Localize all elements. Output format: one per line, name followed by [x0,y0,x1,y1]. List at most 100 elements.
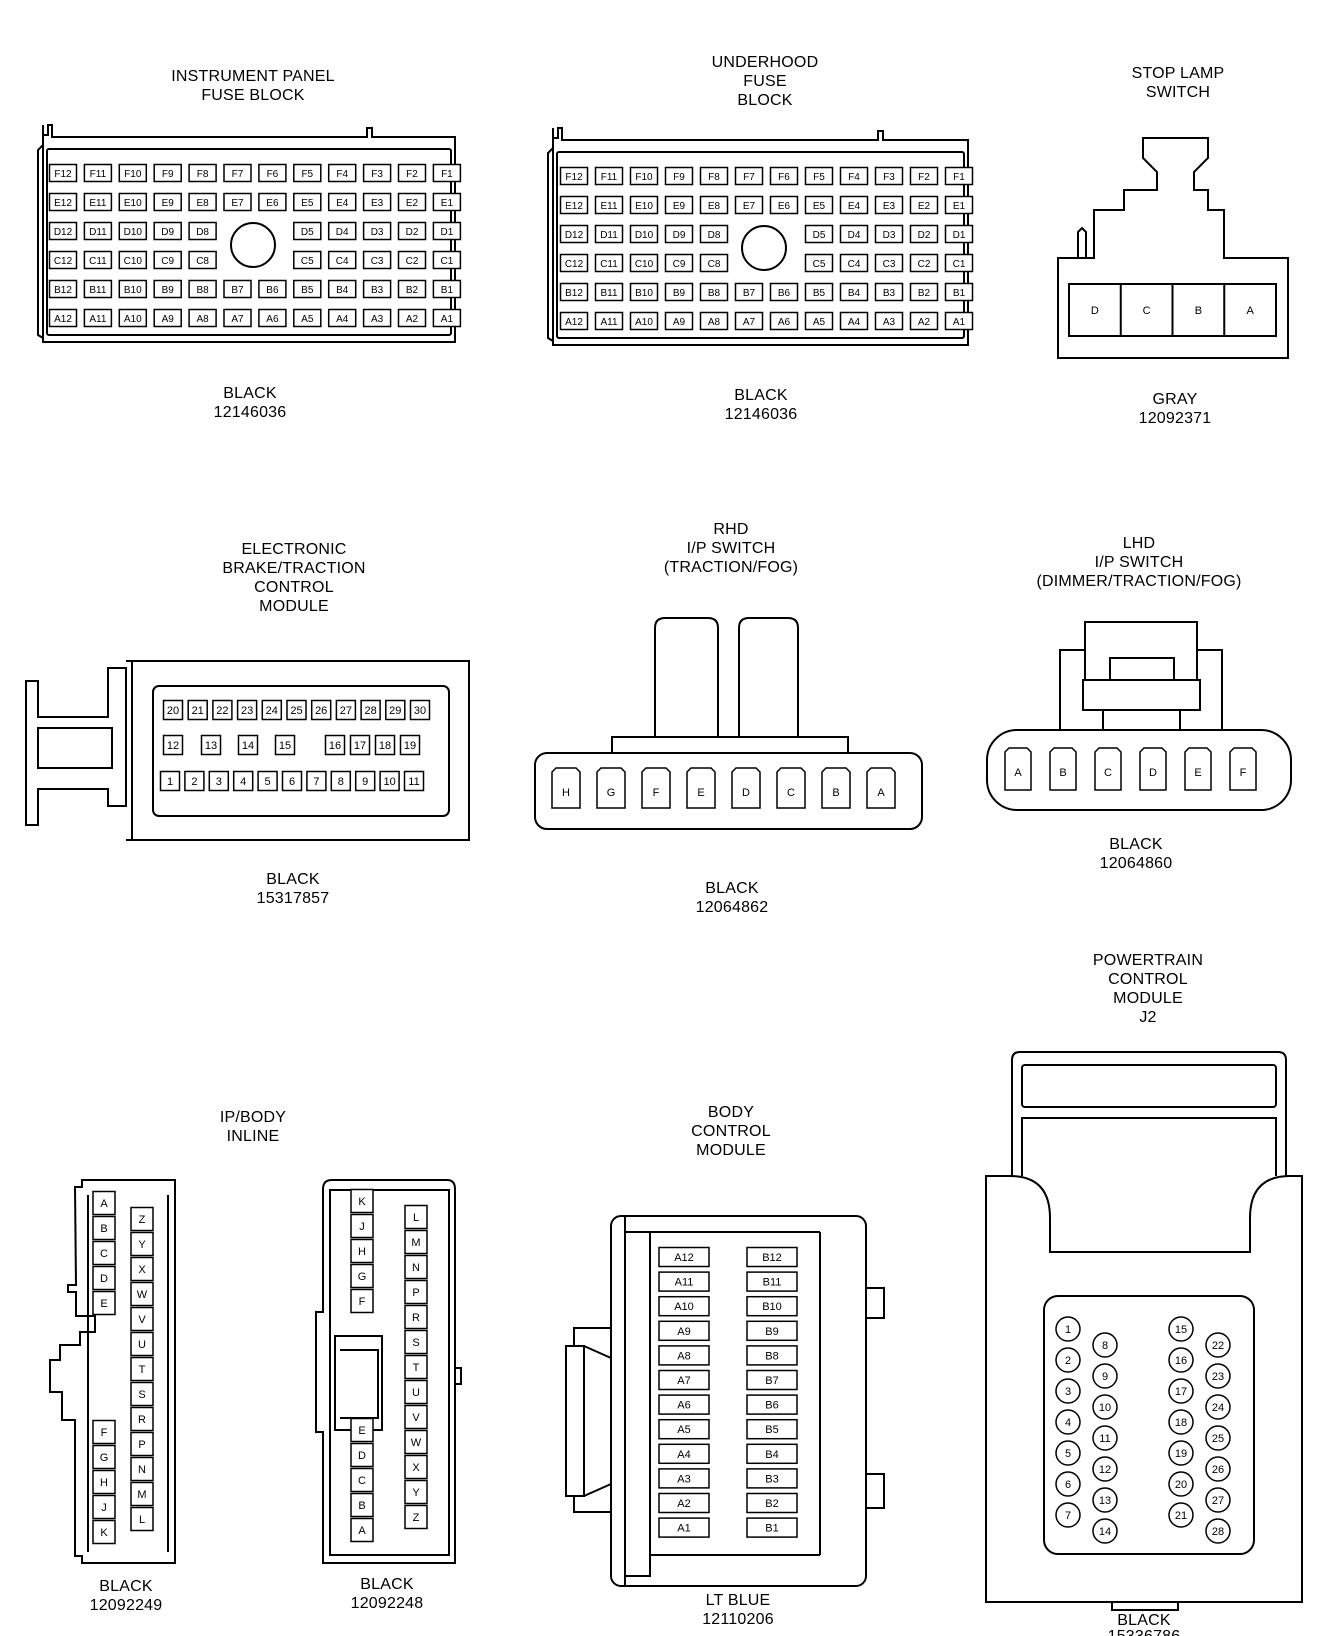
ip-fuse-title-line1: INSTRUMENT PANEL [171,68,335,85]
uh-fuse-mount-hole [741,225,787,271]
fuse-cavity: B2 [397,279,427,299]
ip-body-right-pin: U [404,1379,428,1405]
ip-body-right-pin: C [350,1467,374,1493]
fuse-cavity: F6 [258,163,287,183]
ip-body-left-pin: M [130,1481,154,1507]
fuse-cavity-label: F9 [673,172,685,183]
ip-body-left-pin: B [92,1215,116,1241]
pcm-pin: 5 [1055,1440,1081,1466]
ip-body-left-pin: H [92,1469,116,1495]
bcm-pin-label: B9 [765,1326,778,1338]
ebtcm-pin-label: 11 [408,776,419,788]
fuse-cavity-label: B6 [266,285,279,296]
pcm-pin-label: 4 [1065,1417,1071,1429]
fuse-cavity: B6 [769,282,799,302]
fuse-cavity-label: F9 [162,169,174,180]
fuse-cavity-label: B6 [778,288,791,299]
pcm-pin-label: 26 [1212,1464,1224,1476]
bcm-pin-label: A7 [677,1375,690,1387]
fuse-cavity-label: B5 [301,285,314,296]
fuse-cavity-label: B4 [848,288,861,299]
fuse-cavity: B12 [559,282,589,302]
ip-body-right-pin-label: J [359,1221,365,1233]
pcm-pin: 1 [1055,1316,1081,1342]
fuse-cavity-label: A12 [54,314,72,325]
fuse-cavity-label: B10 [635,288,653,299]
ebtcm-pin: 14 [237,734,259,756]
fuse-cavity: B8 [699,282,729,302]
fuse-cavity-label: A7 [743,317,756,328]
fuse-cavity: B8 [188,279,217,299]
fuse-cavity: A11 [83,308,113,328]
ip-body-right-pin-label: C [358,1475,366,1487]
fuse-cavity-label: D12 [54,227,73,238]
fuse-cavity: D4 [839,224,869,244]
pcm-pin-label: 12 [1099,1464,1111,1476]
fuse-cavity-label: C2 [406,256,419,267]
lhd-pin-label: B [1059,767,1066,779]
ebtcm-pin: 28 [360,699,381,721]
fuse-cavity-label: F11 [90,169,107,180]
fuse-cavity: C1 [432,250,462,270]
bcm-pin: B8 [746,1345,798,1366]
fuse-cavity: B1 [944,282,974,302]
ebtcm-pin-label: 1 [167,776,173,788]
stop-lamp-pin-label: D [1091,305,1099,317]
fuse-cavity-label: F11 [601,172,618,183]
fuse-cavity: D12 [559,224,589,244]
stop-lamp-title-line2: SWITCH [1146,84,1210,101]
ebtcm-pin-label: 21 [192,705,204,717]
fuse-cavity: F2 [909,166,939,186]
fuse-cavity-label: F12 [565,172,583,183]
fuse-cavity-label: F4 [848,172,860,183]
fuse-cavity-label: A10 [124,314,142,325]
ebtcm-pin-label: 16 [329,740,341,752]
fuse-cavity: D9 [153,221,182,241]
fuse-cavity-label: F2 [918,172,930,183]
fuse-cavity: C2 [909,253,939,273]
pcm-pin: 24 [1205,1394,1231,1420]
fuse-cavity: E1 [432,192,462,212]
ip-body-right-pin: S [404,1329,428,1355]
fuse-cavity-label: C12 [565,259,584,270]
fuse-cavity: C3 [362,250,392,270]
pcm-pin-label: 18 [1175,1417,1187,1429]
fuse-cavity: F10 [629,166,659,186]
ip-body-right-pin-label: P [412,1287,419,1299]
bcm-title-line3: MODULE [696,1142,766,1159]
fuse-cavity: E6 [258,192,287,212]
fuse-cavity-label: D3 [883,230,896,241]
fuse-cavity: A3 [874,311,904,331]
ip-body-left-pin: P [130,1431,154,1457]
fuse-cavity-label: B12 [54,285,72,296]
ebtcm-pin: 23 [236,699,258,721]
rhd-pin-label: E [697,787,704,799]
ip-body-left-color: BLACK [99,1578,153,1595]
fuse-cavity-label: F8 [708,172,720,183]
ip-body-right-pin: E [350,1417,374,1443]
pcm-pin-label: 6 [1065,1479,1071,1491]
lhd-pin: B [1049,747,1077,791]
fuse-cavity-label: B7 [743,288,756,299]
pcm-pin: 28 [1205,1518,1231,1544]
ebtcm-pin: 8 [330,770,352,792]
pcm-pin: 2 [1055,1347,1081,1373]
ip-body-left-part-number: 12092249 [90,1597,163,1614]
fuse-cavity-label: B9 [162,285,175,296]
fuse-cavity: D5 [804,224,834,244]
fuse-cavity: A8 [188,308,217,328]
bcm-pin-label: B2 [765,1498,778,1510]
ebtcm-pin: 13 [200,734,222,756]
ip-body-left-pin: V [130,1306,154,1332]
bcm-pin: B2 [746,1492,798,1514]
fuse-cavity: C12 [48,250,78,270]
ebtcm-pin: 26 [310,699,332,721]
fuse-cavity-label: F10 [124,169,142,180]
ip-body-right-pin-label: F [359,1296,366,1308]
ebtcm-pin-label: 28 [364,705,376,717]
ebtcm-pin-label: 29 [389,705,401,717]
